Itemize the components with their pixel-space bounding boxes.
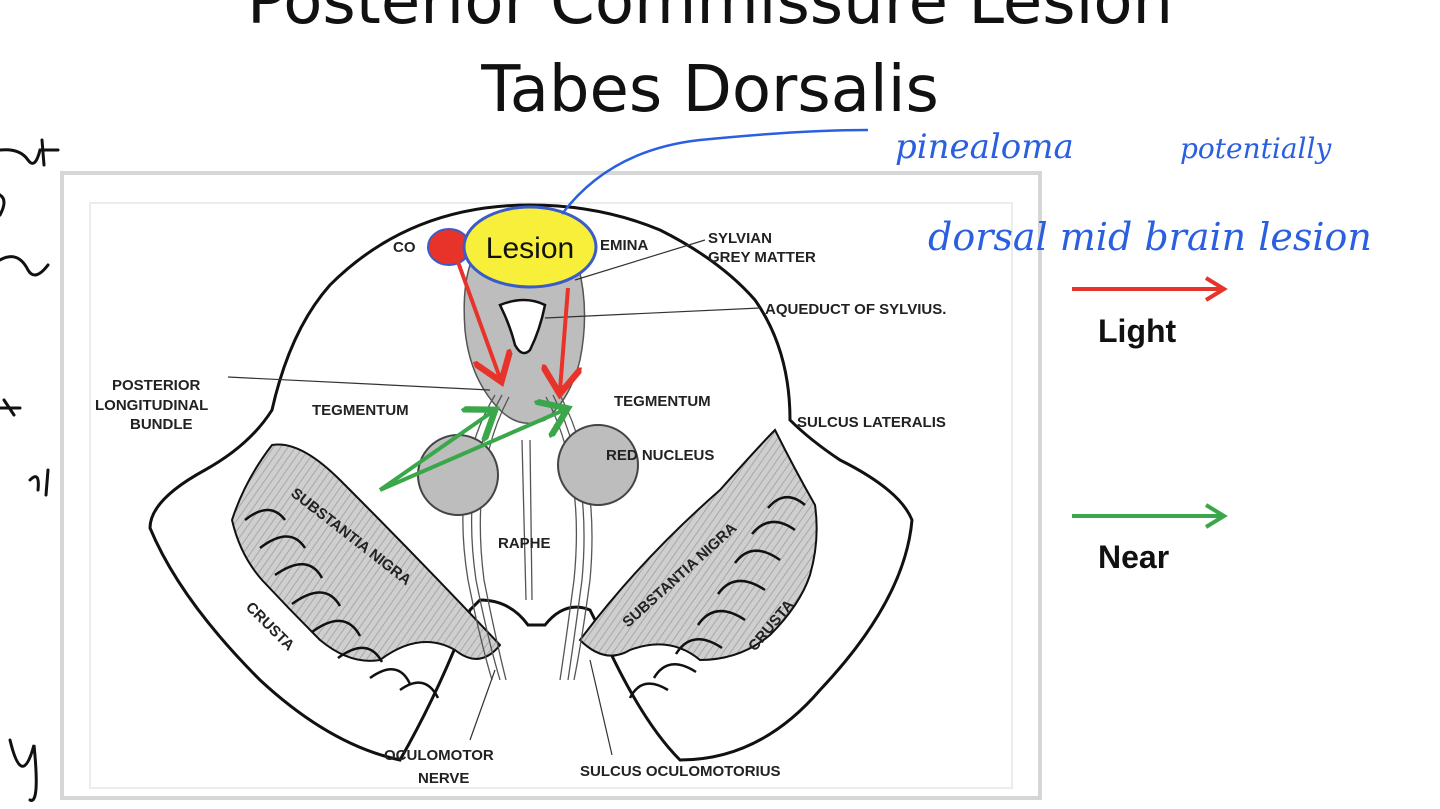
label-sulcus-lateralis: SULCUS LATERALIS [797,414,946,431]
label-tegmentum-left: TEGMENTUM [312,402,409,419]
lesion-callout-curve [561,128,869,215]
substantia-nigra-left [230,443,502,662]
label-raphe: RAPHE [498,535,551,552]
near-pathway-arrows [378,410,564,492]
label-red-nucleus: RED NUCLEUS [606,447,714,464]
label-oculomotor: OCULOMOTOR [384,747,494,764]
legend: Light Near [1072,276,1228,575]
leader-lines [227,239,761,756]
label-posterior: POSTERIOR [112,377,201,394]
label-tegmentum-right: TEGMENTUM [614,393,711,410]
lesion-label: Lesion [486,232,574,265]
slide-title-line1: Posterior Commissure Lesion [246,0,1174,39]
aqueduct-of-sylvius [498,298,547,355]
label-bundle: BUNDLE [130,416,193,433]
label-sylvian: SYLVIAN [708,230,772,247]
legend-light-label: Light [1098,313,1177,349]
label-corpora-partial: CO [393,239,416,256]
red-nucleus-left [417,434,499,516]
label-aqueduct: AQUEDUCT OF SYLVIUS. [765,301,946,318]
handwritten-pinealoma: pinealoma [895,127,1074,167]
label-sulcus-oculomotorius: SULCUS OCULOMOTORIUS [580,763,781,780]
handwritten-dorsal-midbrain: dorsal mid brain lesion [928,215,1372,259]
crusta-loops-right [628,496,806,699]
slide-title-line2: Tabes Dorsalis [481,53,939,127]
label-nerve: NERVE [418,770,469,787]
label-quadrigemina-partial: EMINA [600,237,649,254]
red-nucleus-right [557,424,639,506]
margin-handwriting [0,138,60,802]
substantia-nigra-right [578,428,818,662]
legend-near-label: Near [1098,539,1169,575]
light-pathway-arrows [456,261,568,390]
lesion-ellipse [462,205,598,289]
crusta-loops-left [244,508,440,699]
label-longitudinal: LONGITUDINAL [95,397,208,414]
handwritten-potentially: potentially [1180,132,1332,165]
label-grey-matter: GREY MATTER [708,249,816,266]
